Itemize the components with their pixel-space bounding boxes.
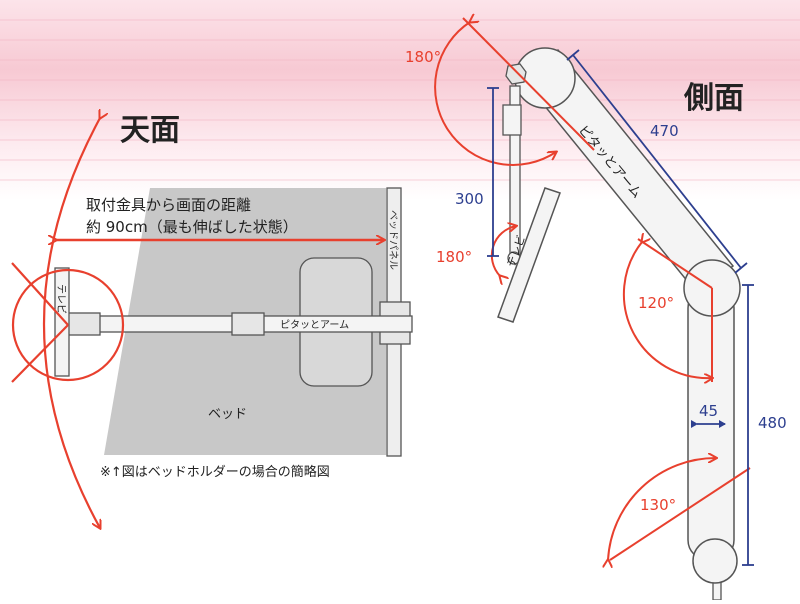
angle-arc-mid xyxy=(622,242,712,378)
pole-sleeve xyxy=(502,104,522,136)
top-view-title: 天面 xyxy=(120,113,180,148)
angle-label-tv: 180° xyxy=(436,248,472,266)
dim-tick-upper-2 xyxy=(734,262,748,274)
angle-label-mid: 120° xyxy=(638,294,674,312)
joint-bottom xyxy=(692,538,738,584)
angle-arc-top xyxy=(434,22,556,166)
angle-label-top: 180° xyxy=(405,48,441,66)
dim-label-upper-arm: 470 xyxy=(650,122,679,140)
arm-joint-1 xyxy=(231,312,265,336)
dim-tick-upper-1 xyxy=(566,49,580,61)
rotation-line-1 xyxy=(11,262,69,326)
dim-label-width: 45 xyxy=(699,402,718,420)
dim-label-pole: 300 xyxy=(455,190,484,208)
side-view: 側面 ピタッとアーム テレビ 180° 180° 120° 130° xyxy=(405,18,787,601)
dim-label-lower-arm: 480 xyxy=(758,414,787,432)
dim-line-upper-arm xyxy=(572,54,742,269)
bed-label: ベッド xyxy=(208,407,247,422)
background-bands xyxy=(0,0,800,200)
footnote: ※↑図はベッドホルダーの場合の簡略図 xyxy=(100,464,330,480)
swing-arc xyxy=(42,118,100,528)
angle-label-bottom: 130° xyxy=(640,496,676,514)
rotation-circle xyxy=(11,268,125,382)
distance-caption-2: 約 90cm（最も伸ばした状態） xyxy=(86,218,298,236)
side-view-title: 側面 xyxy=(683,81,744,116)
tv-label-top: テレビ xyxy=(55,284,67,314)
top-view: ベッドパネル ベッド ピタッとアーム テレビ 天面 取付金具から画面の距離 約 … xyxy=(11,113,413,528)
angle-arc-bottom xyxy=(608,458,716,560)
tv-top-view xyxy=(54,267,70,377)
knob xyxy=(505,63,527,85)
rotation-line-2 xyxy=(11,324,69,383)
bed-panel-label: ベッドパネル xyxy=(387,210,399,270)
distance-caption-1: 取付金具から画面の距離 xyxy=(86,196,251,214)
arm-joint-2 xyxy=(67,312,101,336)
arm-label-top: ピタッとアーム xyxy=(280,319,349,331)
